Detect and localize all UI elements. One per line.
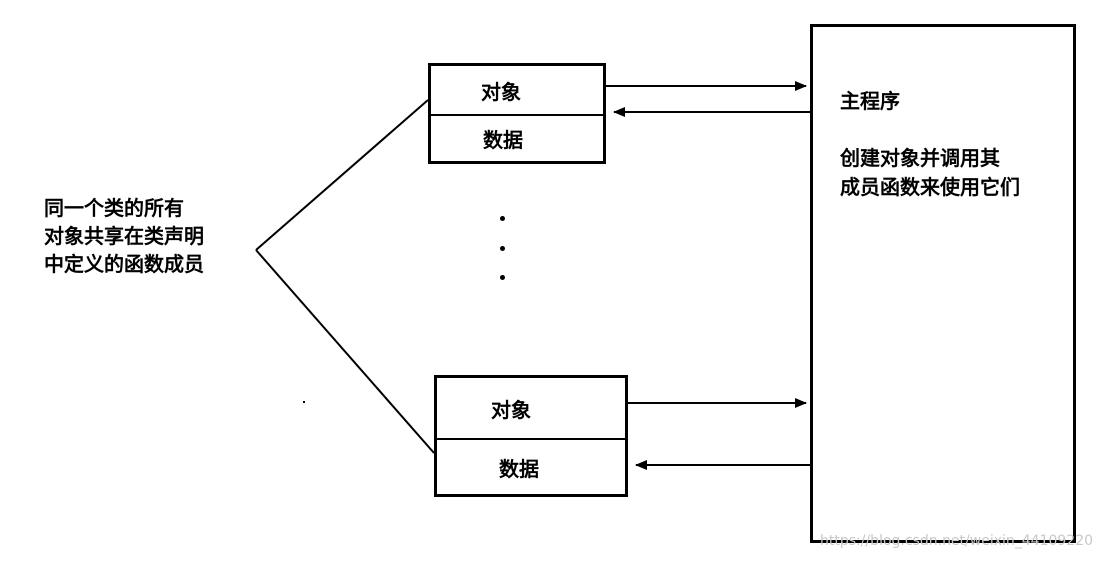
object-box-1: 对象 数据 xyxy=(428,63,606,164)
object-box-1-divider xyxy=(431,114,603,116)
stray-dot xyxy=(303,401,305,403)
object-box-1-data-label: 数据 xyxy=(483,128,523,152)
shared-functions-note: 同一个类的所有 对象共享在类声明 中定义的函数成员 xyxy=(44,194,204,278)
main-program-description: 创建对象并调用其 成员函数来使用它们 xyxy=(840,144,1055,202)
shared-functions-note-line-1: 同一个类的所有 xyxy=(44,196,184,220)
fan-line-upper xyxy=(255,99,429,251)
main-program-box: 主程序 创建对象并调用其 成员函数来使用它们 xyxy=(810,24,1076,543)
object-box-2-object-label: 对象 xyxy=(491,397,531,422)
main-program-description-line-2: 成员函数来使用它们 xyxy=(840,175,1020,199)
object-box-2: 对象 数据 xyxy=(434,375,628,497)
ellipsis-dot-3 xyxy=(500,275,505,280)
object-box-2-divider xyxy=(437,438,625,440)
shared-functions-note-line-3: 中定义的函数成员 xyxy=(44,252,204,276)
object-box-2-data-label: 数据 xyxy=(499,456,539,481)
fan-line-lower xyxy=(255,249,435,454)
shared-functions-note-line-2: 对象共享在类声明 xyxy=(44,224,204,248)
main-program-description-line-1: 创建对象并调用其 xyxy=(840,146,1000,170)
ellipsis-dot-1 xyxy=(500,216,505,221)
ellipsis-dot-2 xyxy=(500,246,505,251)
watermark-text: https://blog.csdn.net/weixin_44109220 xyxy=(820,533,1094,549)
main-program-title: 主程序 xyxy=(840,89,900,113)
object-box-1-object-label: 对象 xyxy=(481,79,521,104)
